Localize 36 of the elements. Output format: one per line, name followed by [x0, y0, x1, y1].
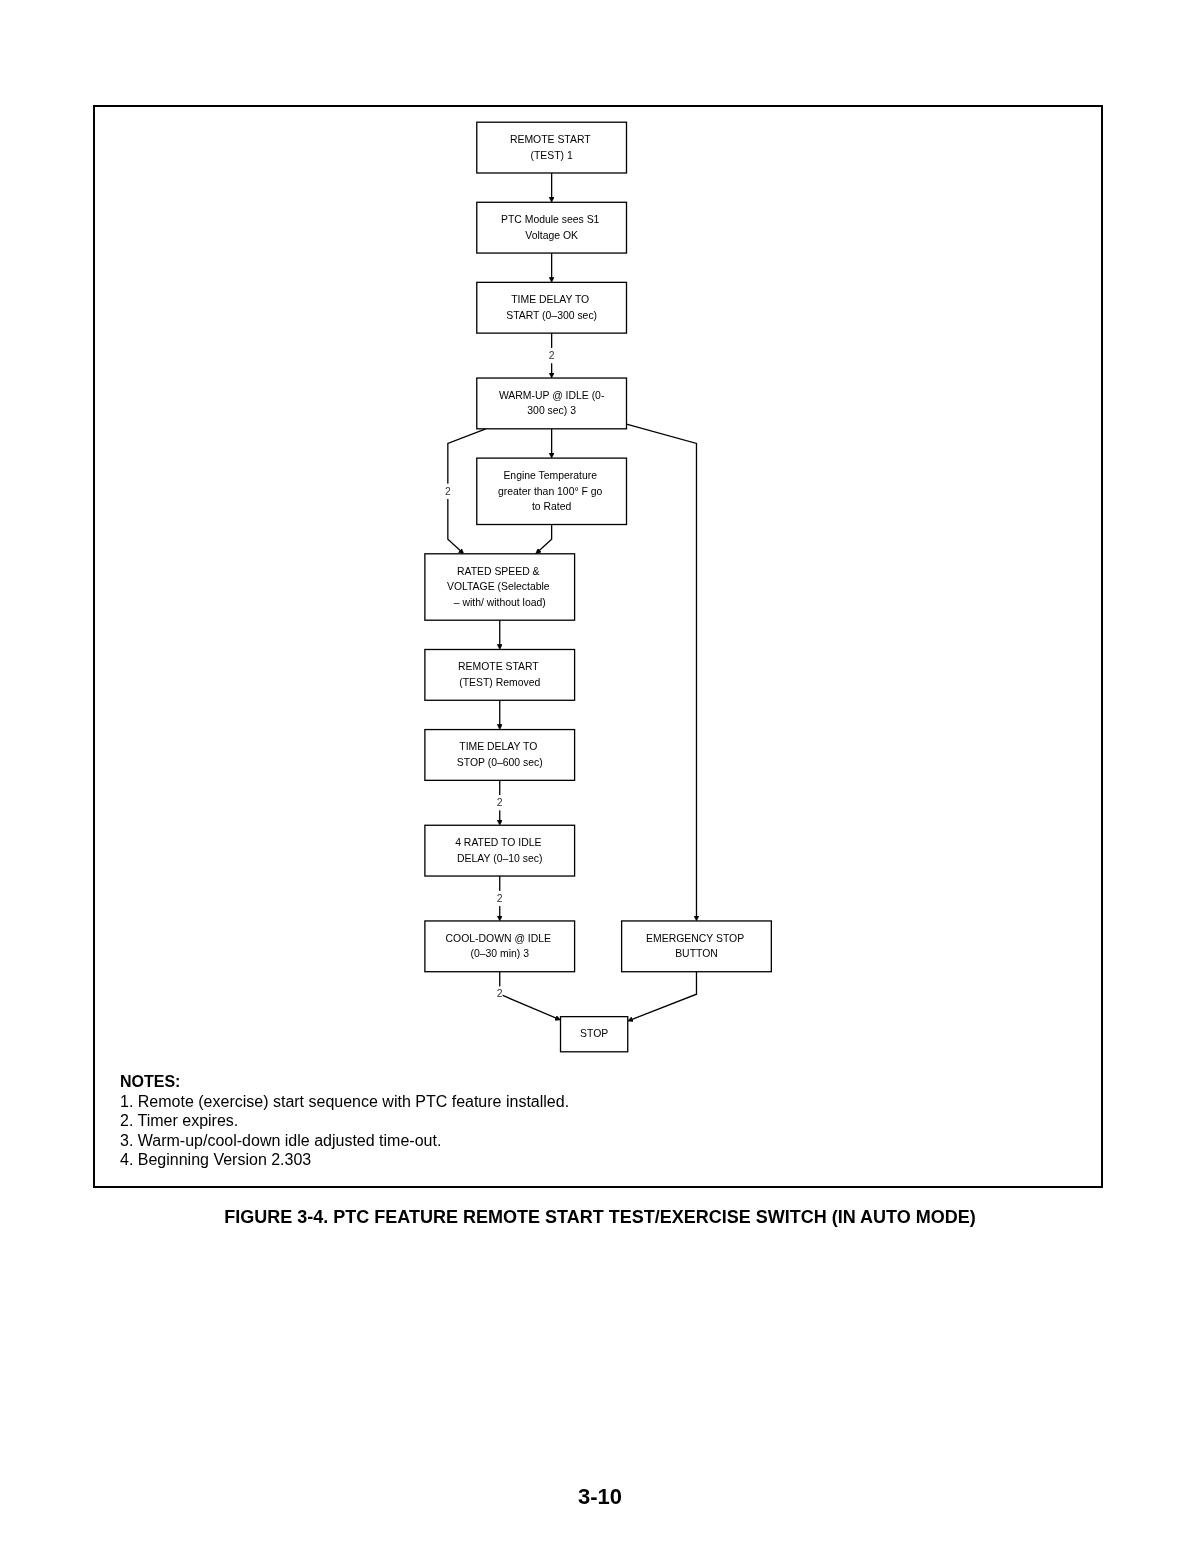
node-box: WARM-UP @ IDLE (0-300 sec) 3 — [476, 377, 628, 430]
arrow — [496, 619, 503, 650]
note-text: 1. Remote (exercise) start sequence with PTC feature installed. — [120, 1091, 570, 1111]
notes-heading: NOTES: — [120, 1072, 182, 1092]
arrow — [499, 971, 561, 1021]
node-box: COOL-DOWN @ IDLE (0–30 min) 3 — [424, 920, 576, 973]
node-box: REMOTE START (TEST) 1 — [476, 121, 628, 174]
node-box: RATED SPEED & VOLTAGE (Selectable – with/ without load) — [424, 553, 576, 621]
node-box: Engine Temperature greater than 100° F go to Rated — [476, 457, 628, 526]
arrow — [496, 699, 503, 730]
edge-label: 2 — [496, 988, 503, 1000]
figure-caption: FIGURE 3-4. PTC FEATURE REMOTE START TEST/EXERCISE SWITCH (IN AUTO MODE) — [223, 1207, 977, 1228]
node-box: TIME DELAY TO START (0–300 sec) — [476, 281, 628, 334]
edge-label: 2 — [496, 796, 503, 808]
arrow — [535, 523, 553, 555]
note-text: 3. Warm-up/cool-down idle adjusted time-out. — [120, 1130, 443, 1150]
arrow — [627, 971, 697, 1022]
edge-label: 2 — [548, 349, 555, 361]
edge-label: 2 — [444, 485, 451, 497]
arrow — [447, 428, 487, 555]
arrow — [496, 779, 503, 826]
arrow — [548, 332, 555, 379]
arrow — [548, 252, 555, 283]
page-number: 3-10 — [576, 1484, 623, 1510]
node-box: STOP — [559, 1016, 629, 1053]
node-box: REMOTE START (TEST) Removed — [424, 648, 576, 701]
node-box: EMERGENCY STOP BUTTON — [620, 920, 772, 973]
arrow — [496, 875, 503, 922]
arrow — [548, 428, 555, 459]
node-box: PTC Module sees S1 Voltage OK — [476, 201, 628, 254]
note-text: 2. Timer expires. — [120, 1111, 240, 1131]
edge-label: 2 — [496, 892, 503, 904]
node-box: TIME DELAY TO STOP (0–600 sec) — [424, 728, 576, 781]
note-text: 4. Beginning Version 2.303 — [120, 1150, 313, 1170]
arrow — [548, 172, 555, 203]
node-box: 4 RATED TO IDLE DELAY (0–10 sec) — [424, 824, 576, 877]
